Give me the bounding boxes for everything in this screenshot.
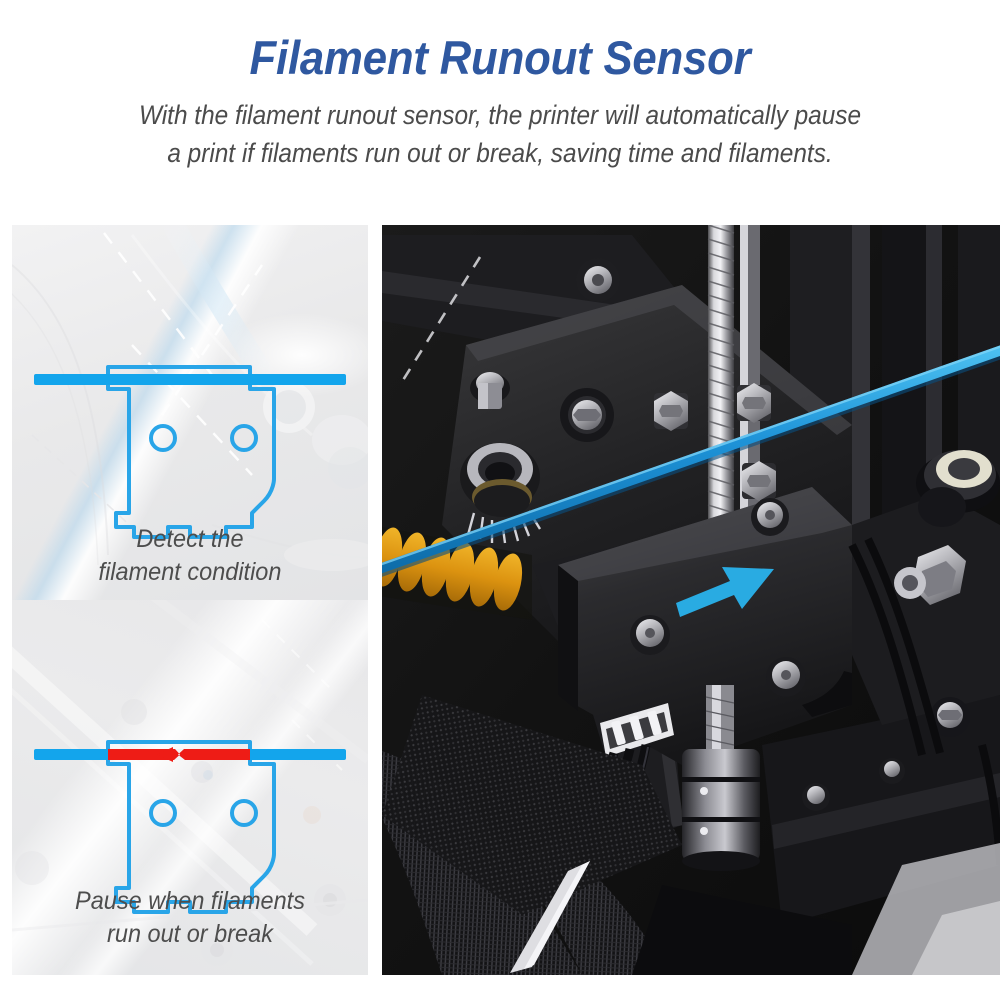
bolt-plate-center [560, 388, 614, 442]
caption-detect-line-1: Detect the [136, 525, 244, 553]
product-photo [382, 225, 1000, 975]
sensor-outline-detect [34, 365, 346, 539]
ghost-printer-silhouette-bottom [12, 600, 368, 966]
hex-nut-right [894, 545, 966, 605]
base-plate-edge [772, 773, 1000, 849]
hex-bolt-c [742, 461, 776, 501]
diagram-detect: Detect the filament condition [12, 225, 368, 600]
page-subtitle: With the filament runout sensor, the pri… [40, 97, 960, 172]
caption-detect: Detect the filament condition [23, 523, 358, 589]
textured-surface [382, 695, 682, 915]
right-bracket [852, 493, 1000, 725]
shaft-coupler [682, 685, 760, 871]
bolt-upper-left [470, 372, 510, 409]
foreground-shadow [632, 885, 852, 975]
sensor-hole-left [149, 799, 177, 827]
extruder-gear [460, 443, 542, 544]
background-light-area-2 [912, 901, 1000, 975]
sensor-screw-top [751, 498, 789, 536]
silver-tool [510, 861, 590, 973]
idler-pulley [916, 450, 1000, 527]
white-3pin-connector [600, 703, 674, 757]
hex-bolt-a [654, 391, 688, 431]
sensor-hole-right [230, 424, 258, 452]
content-panels: Detect the filament condition [0, 225, 1000, 975]
header: Filament Runout Sensor With the filament… [0, 0, 1000, 172]
caption-pause-line-2: run out or break [107, 920, 273, 948]
frame-edge-highlight [852, 225, 870, 555]
sensor-screw-left [630, 615, 670, 655]
sensor-body-outline [106, 365, 276, 539]
page-title: Filament Runout Sensor [249, 31, 751, 84]
filament-break-gap [174, 749, 185, 760]
caption-detect-line-2: filament condition [98, 558, 282, 586]
subtitle-line-2: a print if filaments run out or break, s… [167, 137, 833, 168]
diagram-panel: Detect the filament condition [12, 225, 368, 975]
sensor-hole-right [230, 799, 258, 827]
feed-direction-arrow [676, 567, 774, 617]
subtitle-line-1: With the filament runout sensor, the pri… [138, 100, 862, 130]
bolt-lower-right [930, 697, 970, 737]
filament-runout-sensor-module [558, 487, 852, 765]
sensor-hole-left [149, 424, 177, 452]
printer-photo-illustration [382, 225, 1000, 975]
sensor-body-outline [106, 740, 276, 914]
screw-socket-top [592, 274, 604, 286]
caption-pause-line-1: Pause when filaments [75, 887, 305, 915]
blue-filament [382, 345, 1000, 577]
diagram-pause: Pause when filaments run out or break [12, 600, 368, 975]
dashed-guide-photo [398, 256, 482, 386]
base-screw-a [802, 783, 830, 811]
base-screw-b [879, 758, 905, 784]
plate-bevel [466, 285, 852, 435]
runout-arrow-icon [157, 747, 173, 762]
dashed-guide-lines-bottom [261, 619, 343, 771]
sensor-outline-pause [34, 740, 346, 914]
sensor-screw-right [766, 657, 806, 697]
filament-bar-detect [34, 374, 346, 385]
hex-bolt-b [737, 383, 771, 423]
caption-pause: Pause when filaments run out or break [23, 885, 358, 951]
